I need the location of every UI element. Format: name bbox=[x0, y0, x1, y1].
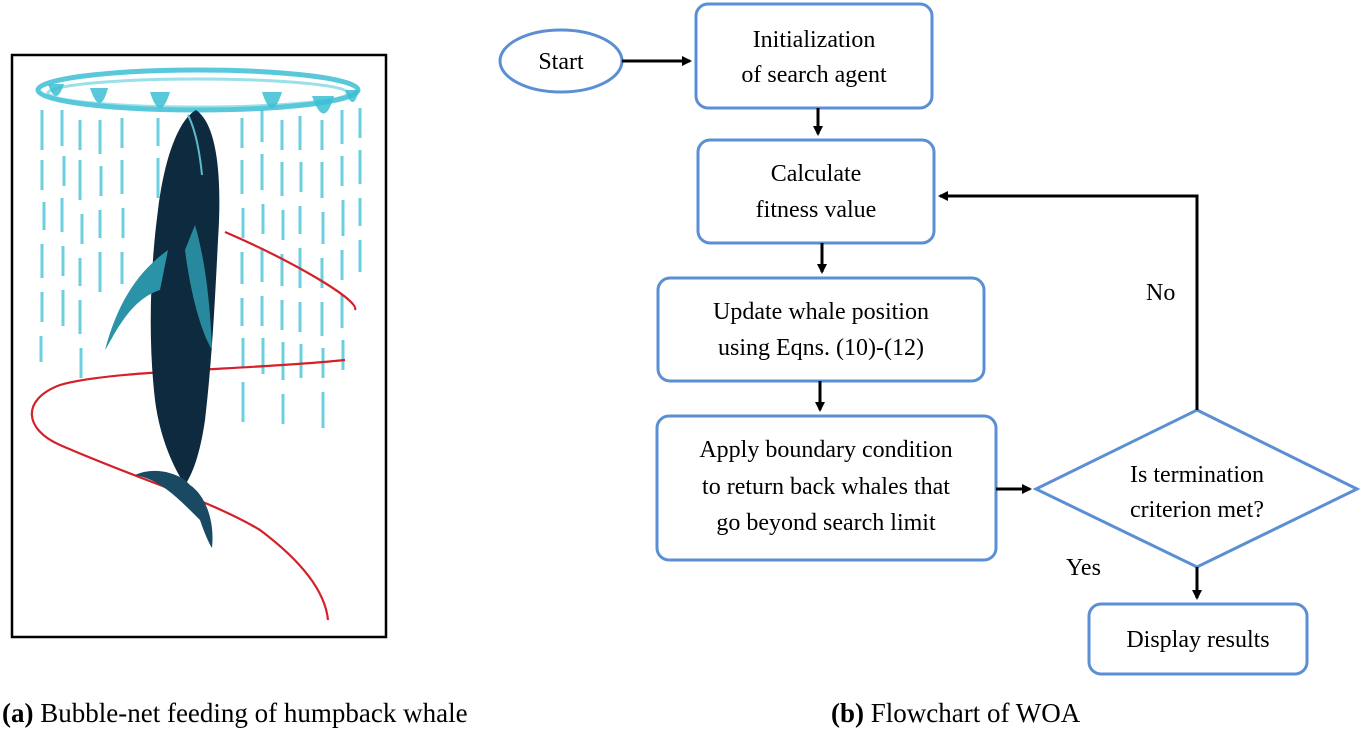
init-node-line-2: of search agent bbox=[741, 62, 887, 88]
results-node: Display results bbox=[1087, 602, 1309, 676]
fitness-node-line-2: fitness value bbox=[756, 197, 877, 223]
boundary-node-line-2: to return back whales that bbox=[702, 474, 950, 500]
decision-line-2: criterion met? bbox=[1130, 497, 1264, 523]
init-node: Initialization of search agent bbox=[694, 2, 934, 110]
start-node: Start bbox=[498, 28, 624, 94]
fitness-node-line-1: Calculate bbox=[771, 161, 862, 187]
update-node-line-1: Update whale position bbox=[713, 299, 929, 325]
flow-arrows bbox=[622, 56, 1202, 600]
caption-a-text: Bubble-net feeding of humpback whale bbox=[33, 698, 468, 728]
bubble-ring-drips bbox=[48, 84, 359, 114]
caption-b-tag: (b) bbox=[831, 698, 864, 728]
init-node-line-1: Initialization bbox=[753, 27, 876, 53]
update-node-line-2: using Eqns. (10)-(12) bbox=[718, 335, 924, 361]
whale-illustration bbox=[10, 53, 388, 639]
caption-a-tag: (a) bbox=[2, 698, 34, 728]
update-node: Update whale position using Eqns. (10)-(… bbox=[656, 276, 986, 383]
decision-line-1: Is termination bbox=[1130, 462, 1264, 488]
results-node-label: Display results bbox=[1126, 627, 1269, 653]
boundary-node-line-3: go beyond search limit bbox=[716, 510, 936, 536]
boundary-node: Apply boundary condition to return back … bbox=[655, 414, 998, 562]
caption-b: (b) Flowchart of WOA bbox=[831, 696, 1080, 730]
caption-a: (a) Bubble-net feeding of humpback whale bbox=[2, 696, 468, 730]
termination-decision: Is termination criterion met? bbox=[1032, 408, 1361, 569]
bubble-columns bbox=[39, 108, 362, 428]
caption-b-text: Flowchart of WOA bbox=[864, 698, 1081, 728]
arrow-no-loop-to-fitness bbox=[938, 191, 1199, 410]
humpback-whale bbox=[105, 110, 220, 548]
flowchart: Start Initialization of search agent Cal… bbox=[498, 2, 1361, 676]
fitness-node: Calculate fitness value bbox=[696, 138, 936, 245]
start-node-label: Start bbox=[538, 49, 584, 75]
edge-label-yes: Yes bbox=[1066, 555, 1101, 581]
edge-label-no: No bbox=[1146, 280, 1175, 306]
boundary-node-line-1: Apply boundary condition bbox=[699, 437, 952, 463]
